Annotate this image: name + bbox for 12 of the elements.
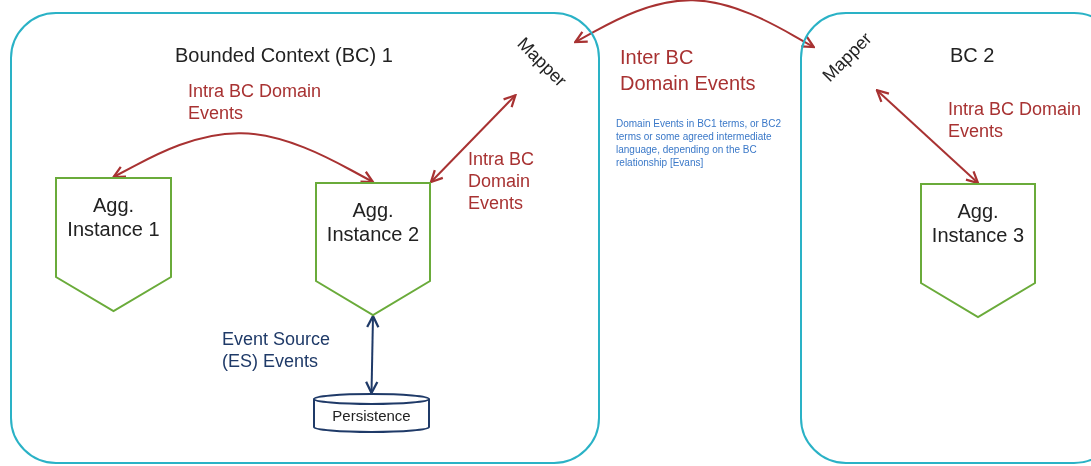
arrow bbox=[112, 132, 375, 184]
aggregate-pentagon: Agg. Instance 1 bbox=[55, 177, 172, 312]
arrow bbox=[574, 0, 815, 49]
arrow bbox=[365, 314, 380, 395]
arrow bbox=[875, 89, 980, 185]
context-title: BC 2 bbox=[950, 44, 995, 67]
aggregate-pentagon: Agg. Instance 2 bbox=[315, 182, 431, 316]
arrow bbox=[429, 94, 517, 184]
database-cylinder: Persistence bbox=[313, 393, 430, 433]
context-title: Bounded Context (BC) 1 bbox=[175, 44, 393, 67]
note-text: Domain Events in BC1 terms, or BC2 terms or some agreed intermediate language, depending on the BC relationship [Evans] bbox=[616, 117, 783, 169]
aggregate-pentagon: Agg. Instance 3 bbox=[920, 183, 1036, 318]
